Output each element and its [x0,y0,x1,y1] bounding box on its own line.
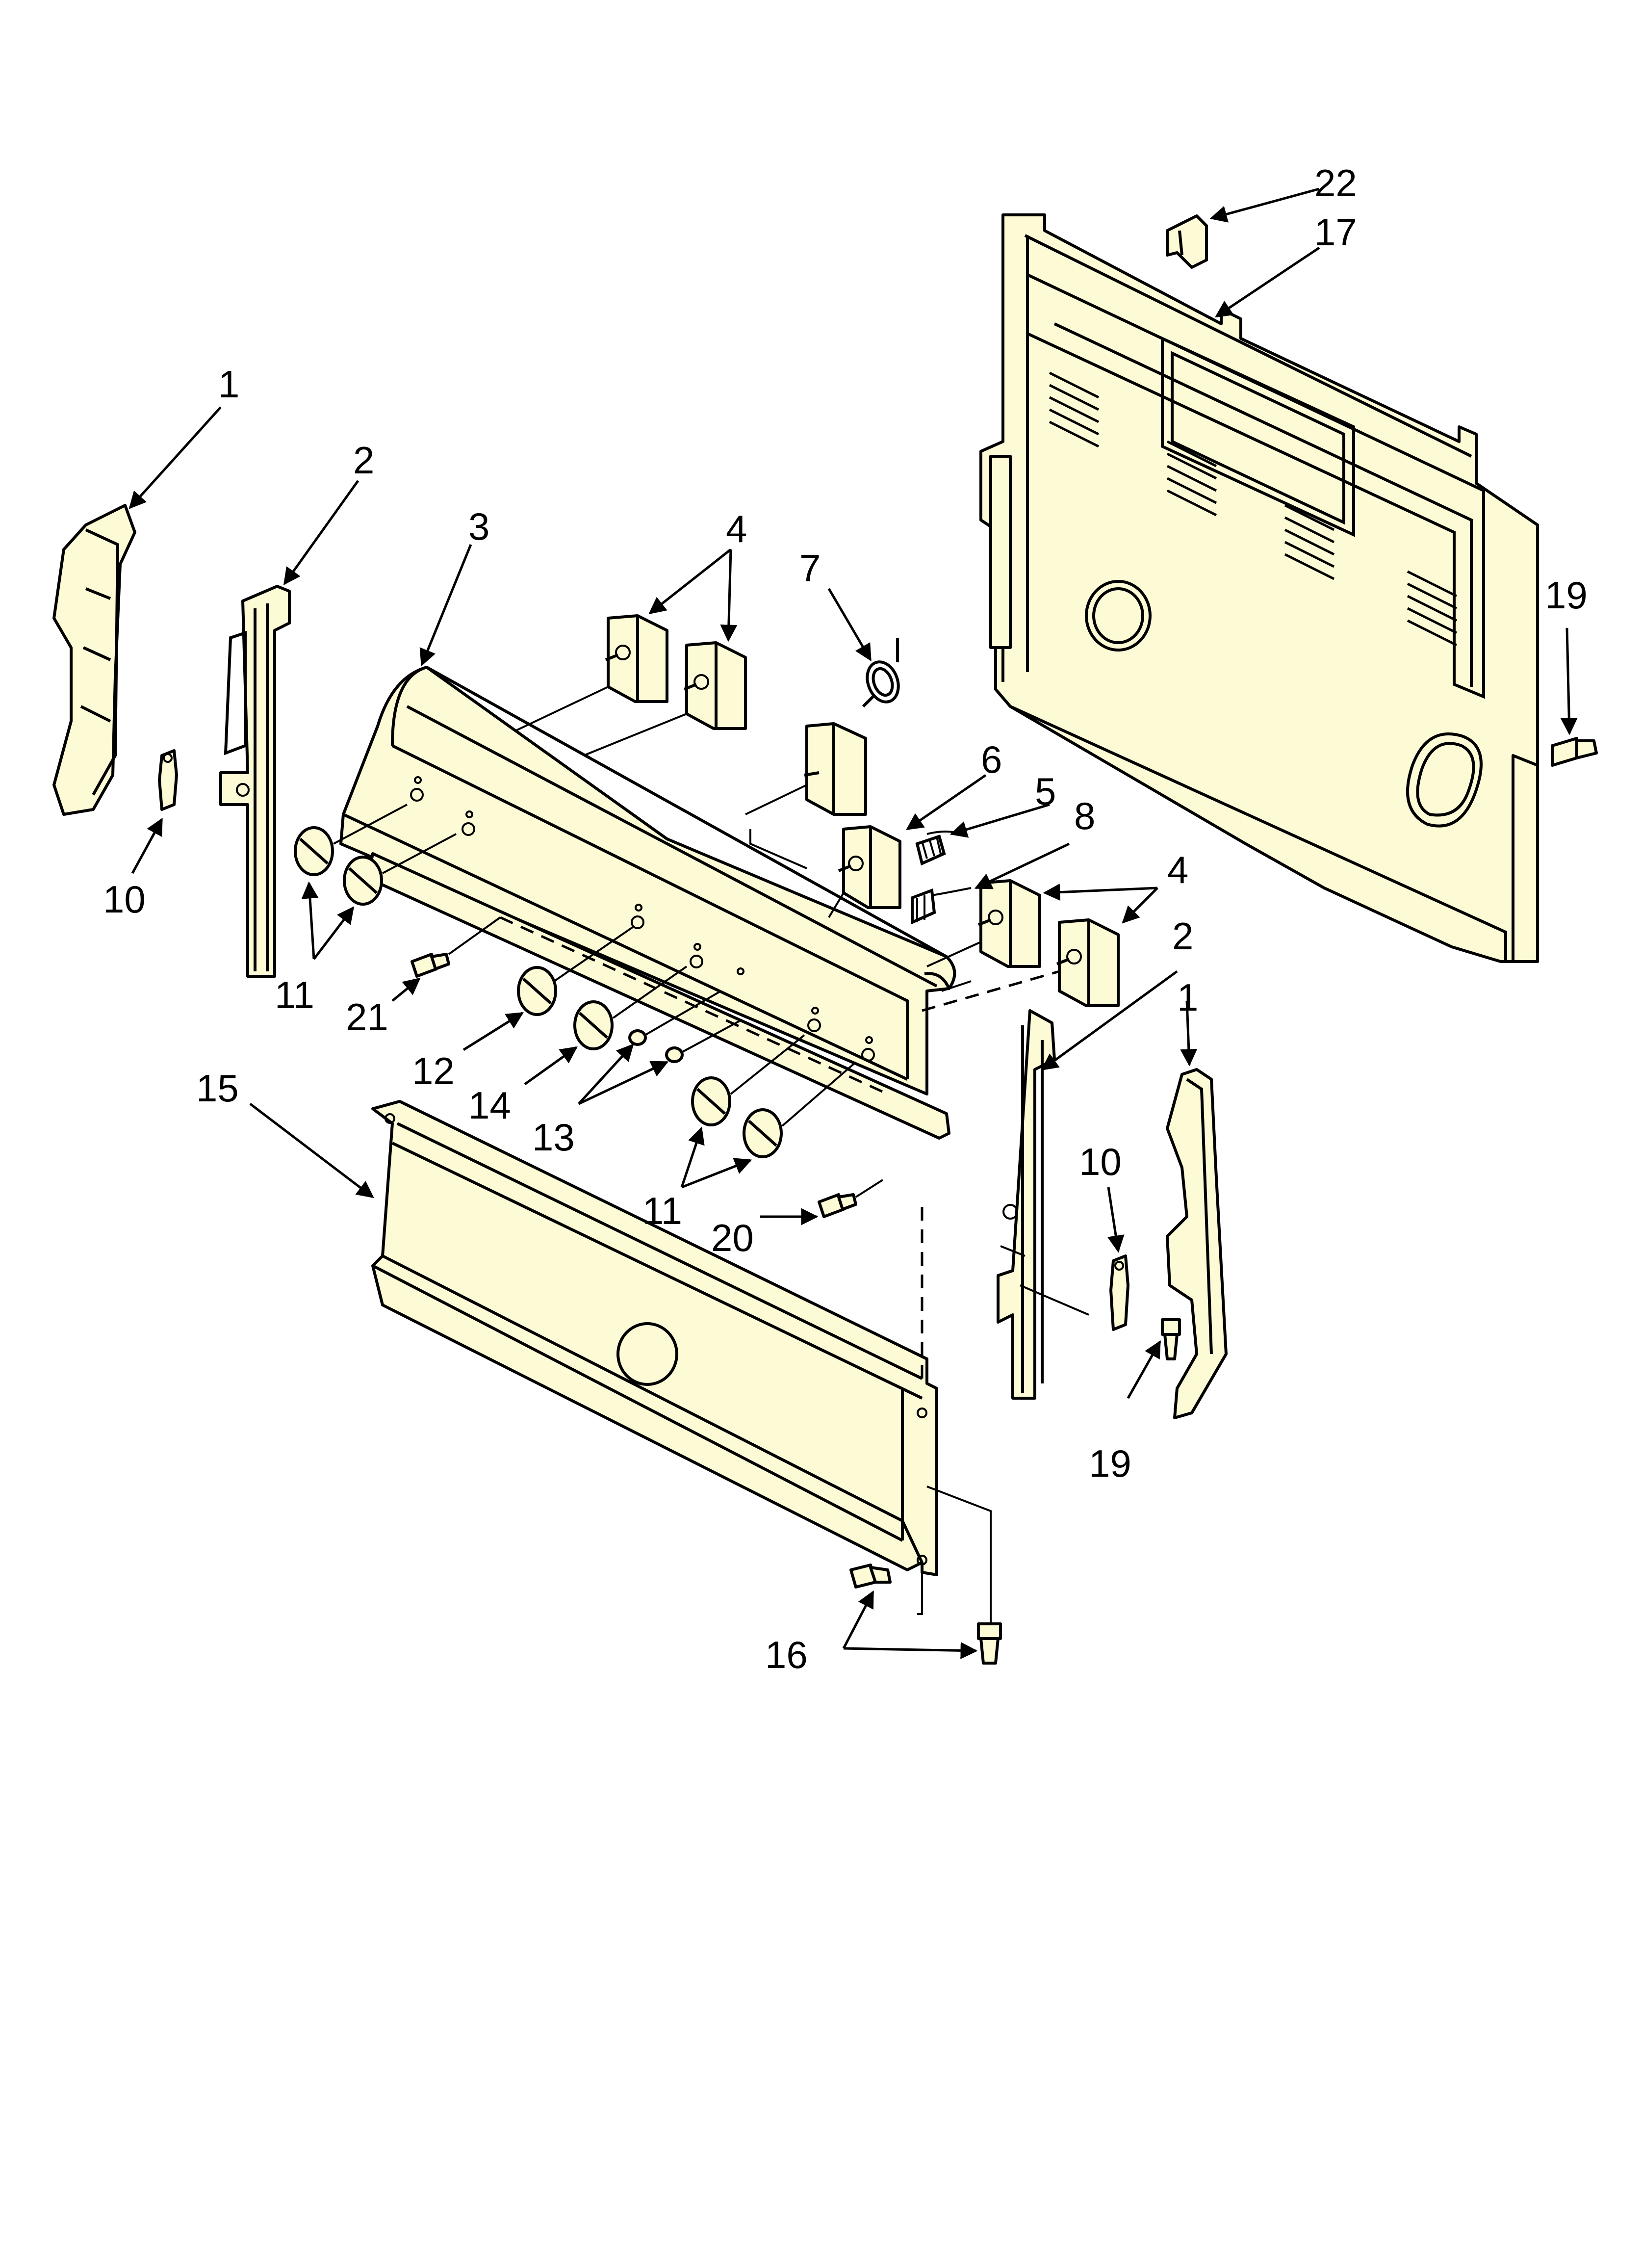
right-clip [1109,1254,1129,1331]
screw-19-upper [1551,737,1598,767]
infinite-switch-lower-left [977,879,1041,968]
callout-4-upper: 4 [726,507,747,550]
callout-5: 5 [1035,770,1056,813]
rear-panel [979,213,1539,963]
front-trim-panel [371,1100,938,1576]
callout-21: 21 [346,995,388,1039]
screw-20 [818,1193,857,1218]
knob-11a [294,826,334,876]
callout-1-right: 1 [1177,976,1198,1019]
right-end-cap [1166,1068,1228,1419]
callout-12: 12 [412,1049,455,1093]
callout-2-right: 2 [1172,914,1193,958]
callout-3: 3 [468,505,489,548]
vent-grilles [1049,371,1458,647]
wire-harness-5 [915,831,962,866]
callout-7: 7 [799,547,821,590]
knob-14 [573,1000,614,1050]
callout-2-left: 2 [353,439,374,482]
infinite-switch-upper-right [683,641,747,730]
infinite-switch-upper-left [605,614,668,703]
knob-12 [517,966,557,1016]
callout-1-left: 1 [218,363,239,406]
left-clip [158,749,178,811]
left-side-bracket [219,585,291,978]
screw-21 [410,953,450,978]
callout-15: 15 [196,1067,239,1110]
screw-16-right [977,1622,1002,1665]
callout-16: 16 [765,1633,808,1676]
callout-11-right: 11 [642,1189,682,1232]
wire-coil [862,638,900,708]
control-console [339,666,956,1140]
wire-harness-8 [911,887,972,925]
callout-13: 13 [532,1116,575,1159]
callout-19-lower: 19 [1089,1442,1131,1485]
callout-10-right: 10 [1079,1140,1122,1183]
callout-8: 8 [1074,794,1095,837]
knob-11c [691,1076,731,1126]
leader-arrows [128,187,1578,1659]
callout-19-upper: 19 [1545,574,1588,617]
right-side-bracket [997,1009,1089,1400]
callout-labels: 1 2 3 4 7 22 17 19 6 5 8 4 2 1 10 11 21 … [103,161,1588,1676]
callout-11-left: 11 [275,973,314,1017]
callout-6: 6 [981,738,1002,781]
callout-4-lower: 4 [1167,848,1188,891]
callout-14: 14 [468,1084,511,1127]
callout-17: 17 [1314,210,1357,254]
panel-clip [1166,214,1208,269]
knobs [294,804,857,1158]
callout-10-left: 10 [103,878,146,921]
callout-20: 20 [711,1216,754,1259]
left-end-cap [52,504,136,816]
screw-16-left [849,1564,892,1589]
spacers-13 [628,990,741,1063]
switch-6 [828,825,901,918]
knob-11b [343,856,383,906]
selector-switch-center [745,722,867,869]
callout-22: 22 [1314,161,1357,205]
console-holes [410,776,875,1062]
infinite-switch-lower-right [1056,918,1120,1007]
screw-19-lower [1161,1318,1181,1360]
knob-11d [743,1108,783,1158]
